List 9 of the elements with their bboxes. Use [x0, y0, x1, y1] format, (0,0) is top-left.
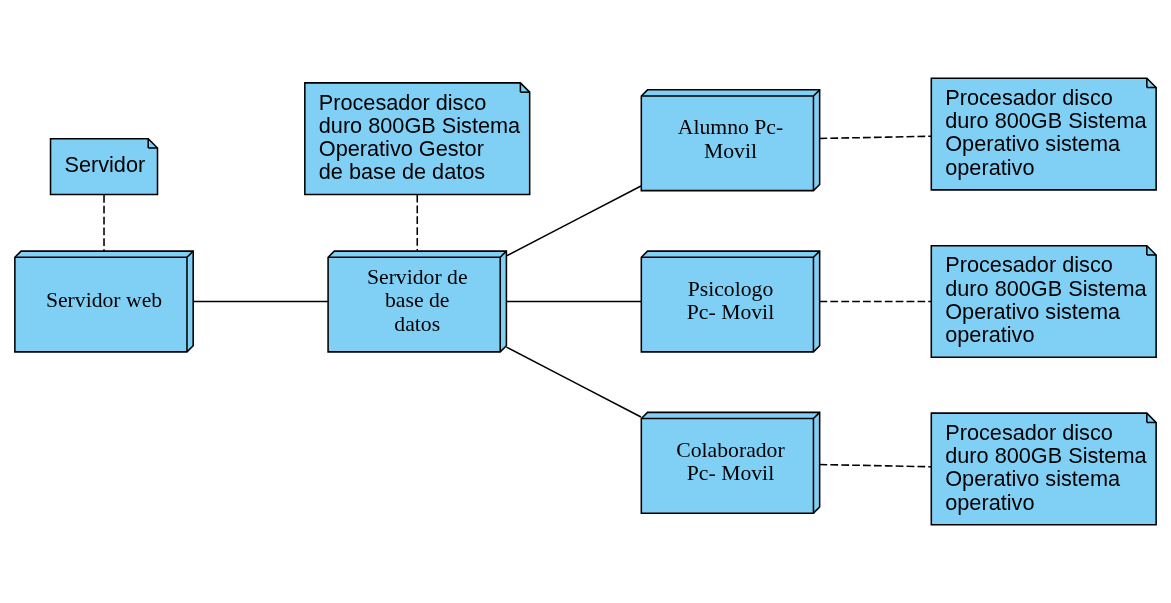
connector [818, 135, 932, 140]
connector [818, 463, 932, 468]
connector [505, 185, 642, 257]
connector [416, 193, 419, 252]
connector [103, 194, 105, 252]
connector [192, 300, 329, 303]
connector [818, 300, 932, 303]
connector [505, 300, 642, 303]
connector [505, 346, 642, 418]
